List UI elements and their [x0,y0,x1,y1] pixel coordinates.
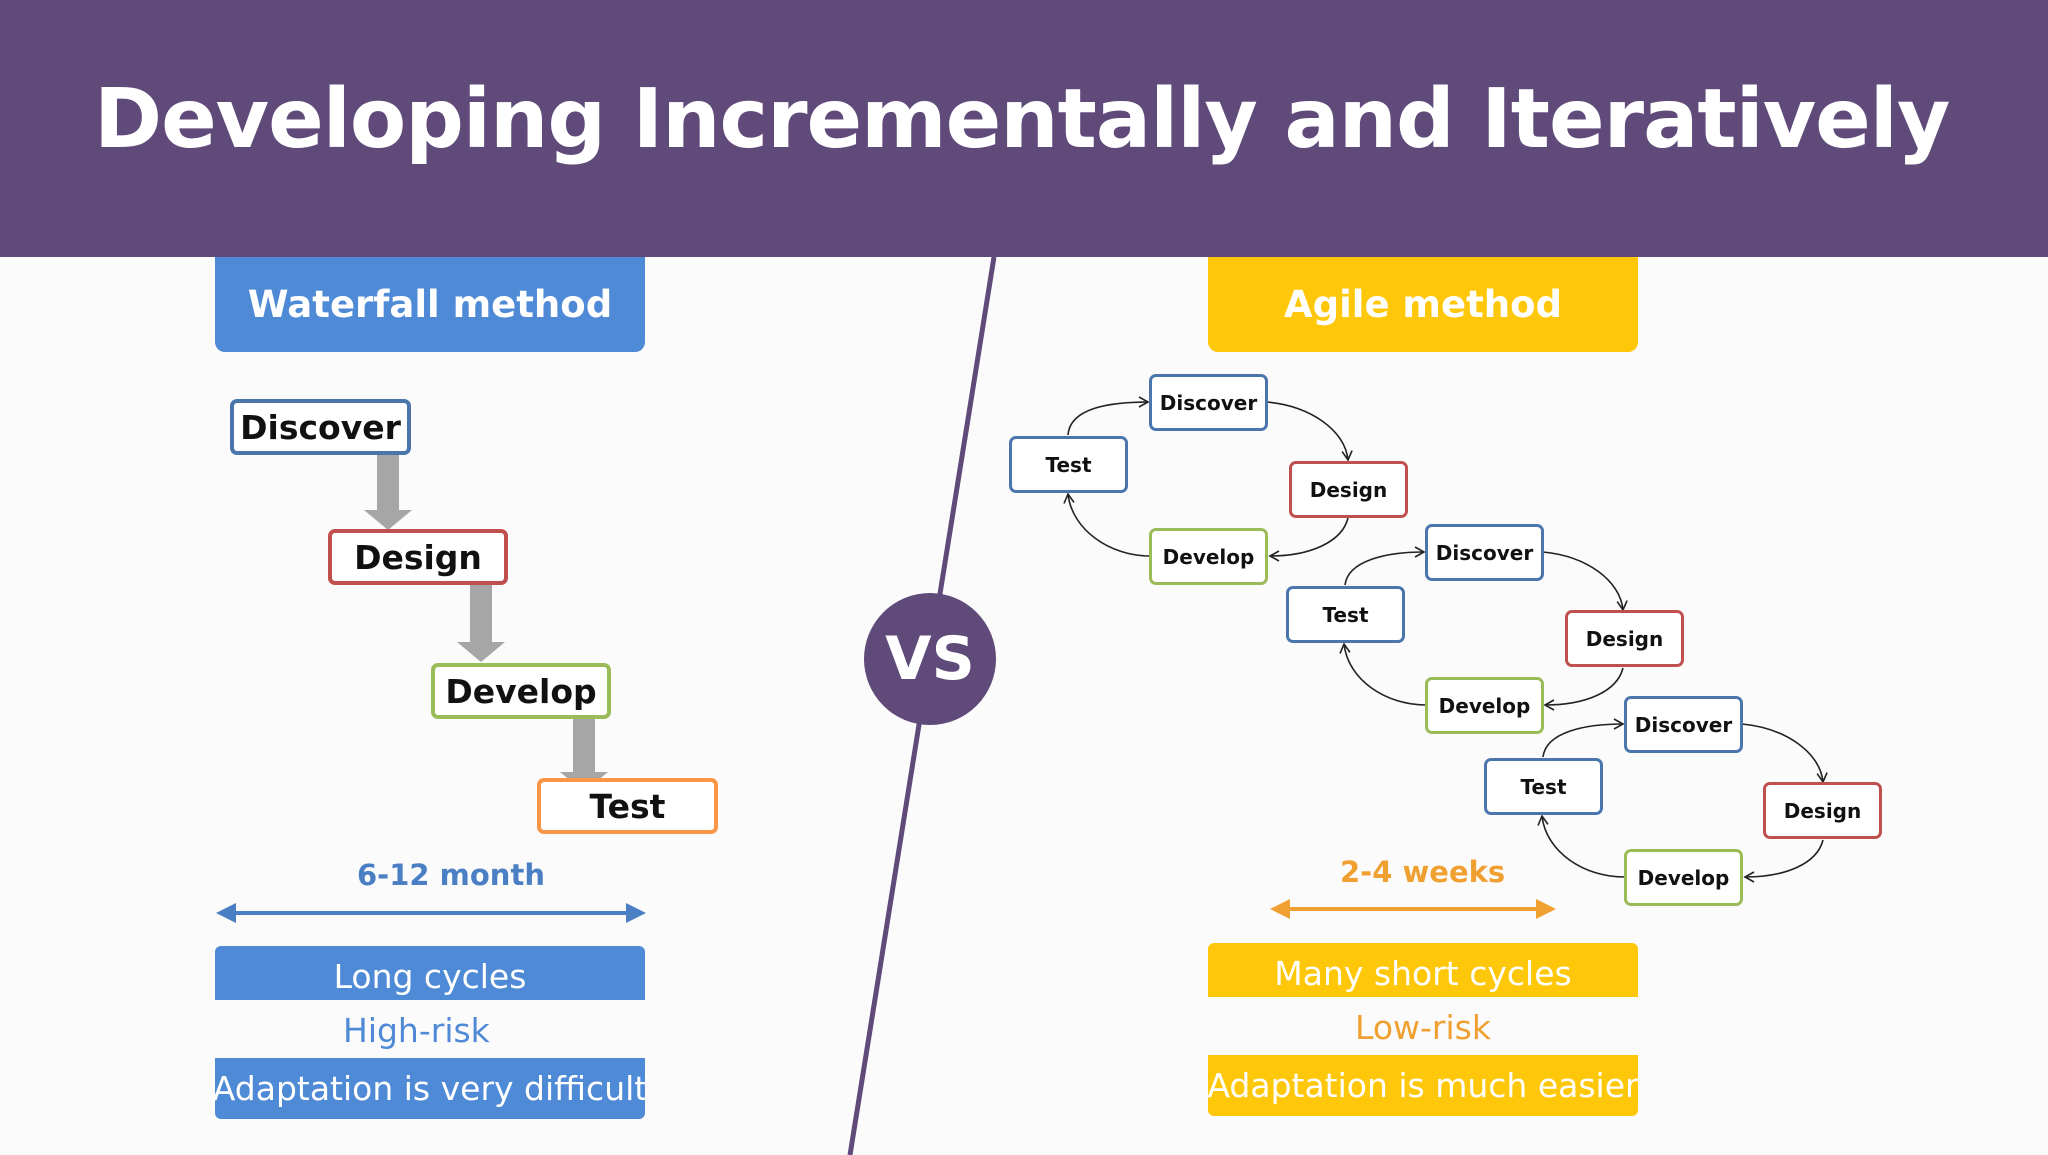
agile-cycle2-test: Test [1286,586,1405,643]
agile-cycle3-develop: Develop [1624,849,1743,906]
agile-cycle2-discover: Discover [1425,524,1544,581]
agile-cycle2-develop: Develop [1425,677,1544,734]
title-bar: Developing Incrementally and Iteratively [0,0,2048,257]
agile-cycle3-discover: Discover [1624,696,1743,753]
agile-cycle1-design: Design [1289,461,1408,518]
vs-badge: VS [864,593,996,725]
waterfall-arrow-1 [364,452,412,530]
agile-cycle3-test: Test [1484,758,1603,815]
agile-cycle1-discover: Discover [1149,374,1268,431]
waterfall-step-test: Test [537,778,718,834]
waterfall-band-risk: High-risk [215,1000,645,1061]
slide-title: Developing Incrementally and Iteratively [94,72,1950,167]
waterfall-band-cycles: Long cycles [215,946,645,1007]
waterfall-arrow-3 [560,716,608,792]
agile-cycle1-develop: Develop [1149,528,1268,585]
agile-cycle1-test: Test [1009,436,1128,493]
agile-cycle3-design: Design [1763,782,1882,839]
waterfall-arrow-2 [457,582,505,662]
waterfall-step-design: Design [328,529,508,585]
waterfall-step-discover: Discover [230,399,411,455]
agile-cycle2-design: Design [1565,610,1684,667]
waterfall-heading: Waterfall method [215,257,645,352]
agile-duration: 2-4 weeks [1340,855,1506,889]
waterfall-step-develop: Develop [431,663,611,719]
waterfall-duration: 6-12 month [357,858,545,892]
agile-band-cycles: Many short cycles [1208,943,1638,1004]
waterfall-band-adaptation: Adaptation is very difficult [213,1058,647,1119]
agile-band-risk: Low-risk [1208,997,1638,1058]
agile-band-adaptation: Adaptation is much easier [1207,1055,1639,1116]
agile-heading: Agile method [1208,257,1638,352]
